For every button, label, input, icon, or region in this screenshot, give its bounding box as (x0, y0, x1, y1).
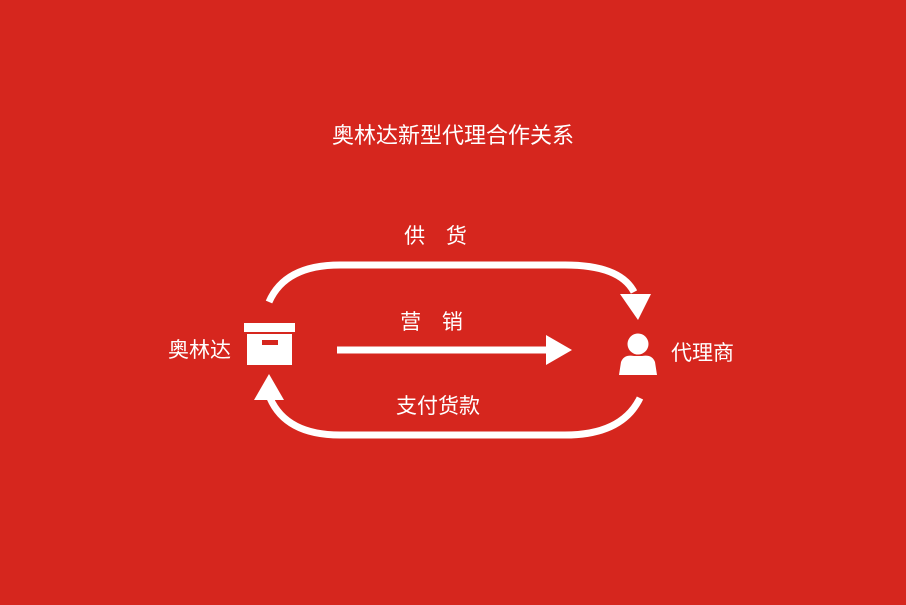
box-handle (262, 340, 278, 345)
supply-label: 供 货 (404, 224, 474, 248)
payment-label: 支付货款 (396, 394, 480, 418)
diagram-title: 奥林达新型代理合作关系 (331, 124, 574, 149)
person-icon (619, 333, 657, 375)
box-lid (244, 323, 295, 332)
person-head (627, 333, 649, 355)
payment-arrowhead (254, 374, 284, 400)
supply-arrow-line (265, 261, 638, 304)
marketing-label: 营 销 (400, 310, 470, 334)
box-body (247, 334, 292, 365)
supply-arrowhead (620, 294, 651, 320)
agent-node-label: 代理商 (671, 341, 734, 365)
company-node-label: 奥林达 (168, 338, 231, 362)
marketing-arrowhead (546, 335, 572, 365)
payment-arrow-line (266, 396, 644, 439)
person-body (619, 355, 657, 375)
box-icon (244, 323, 295, 365)
